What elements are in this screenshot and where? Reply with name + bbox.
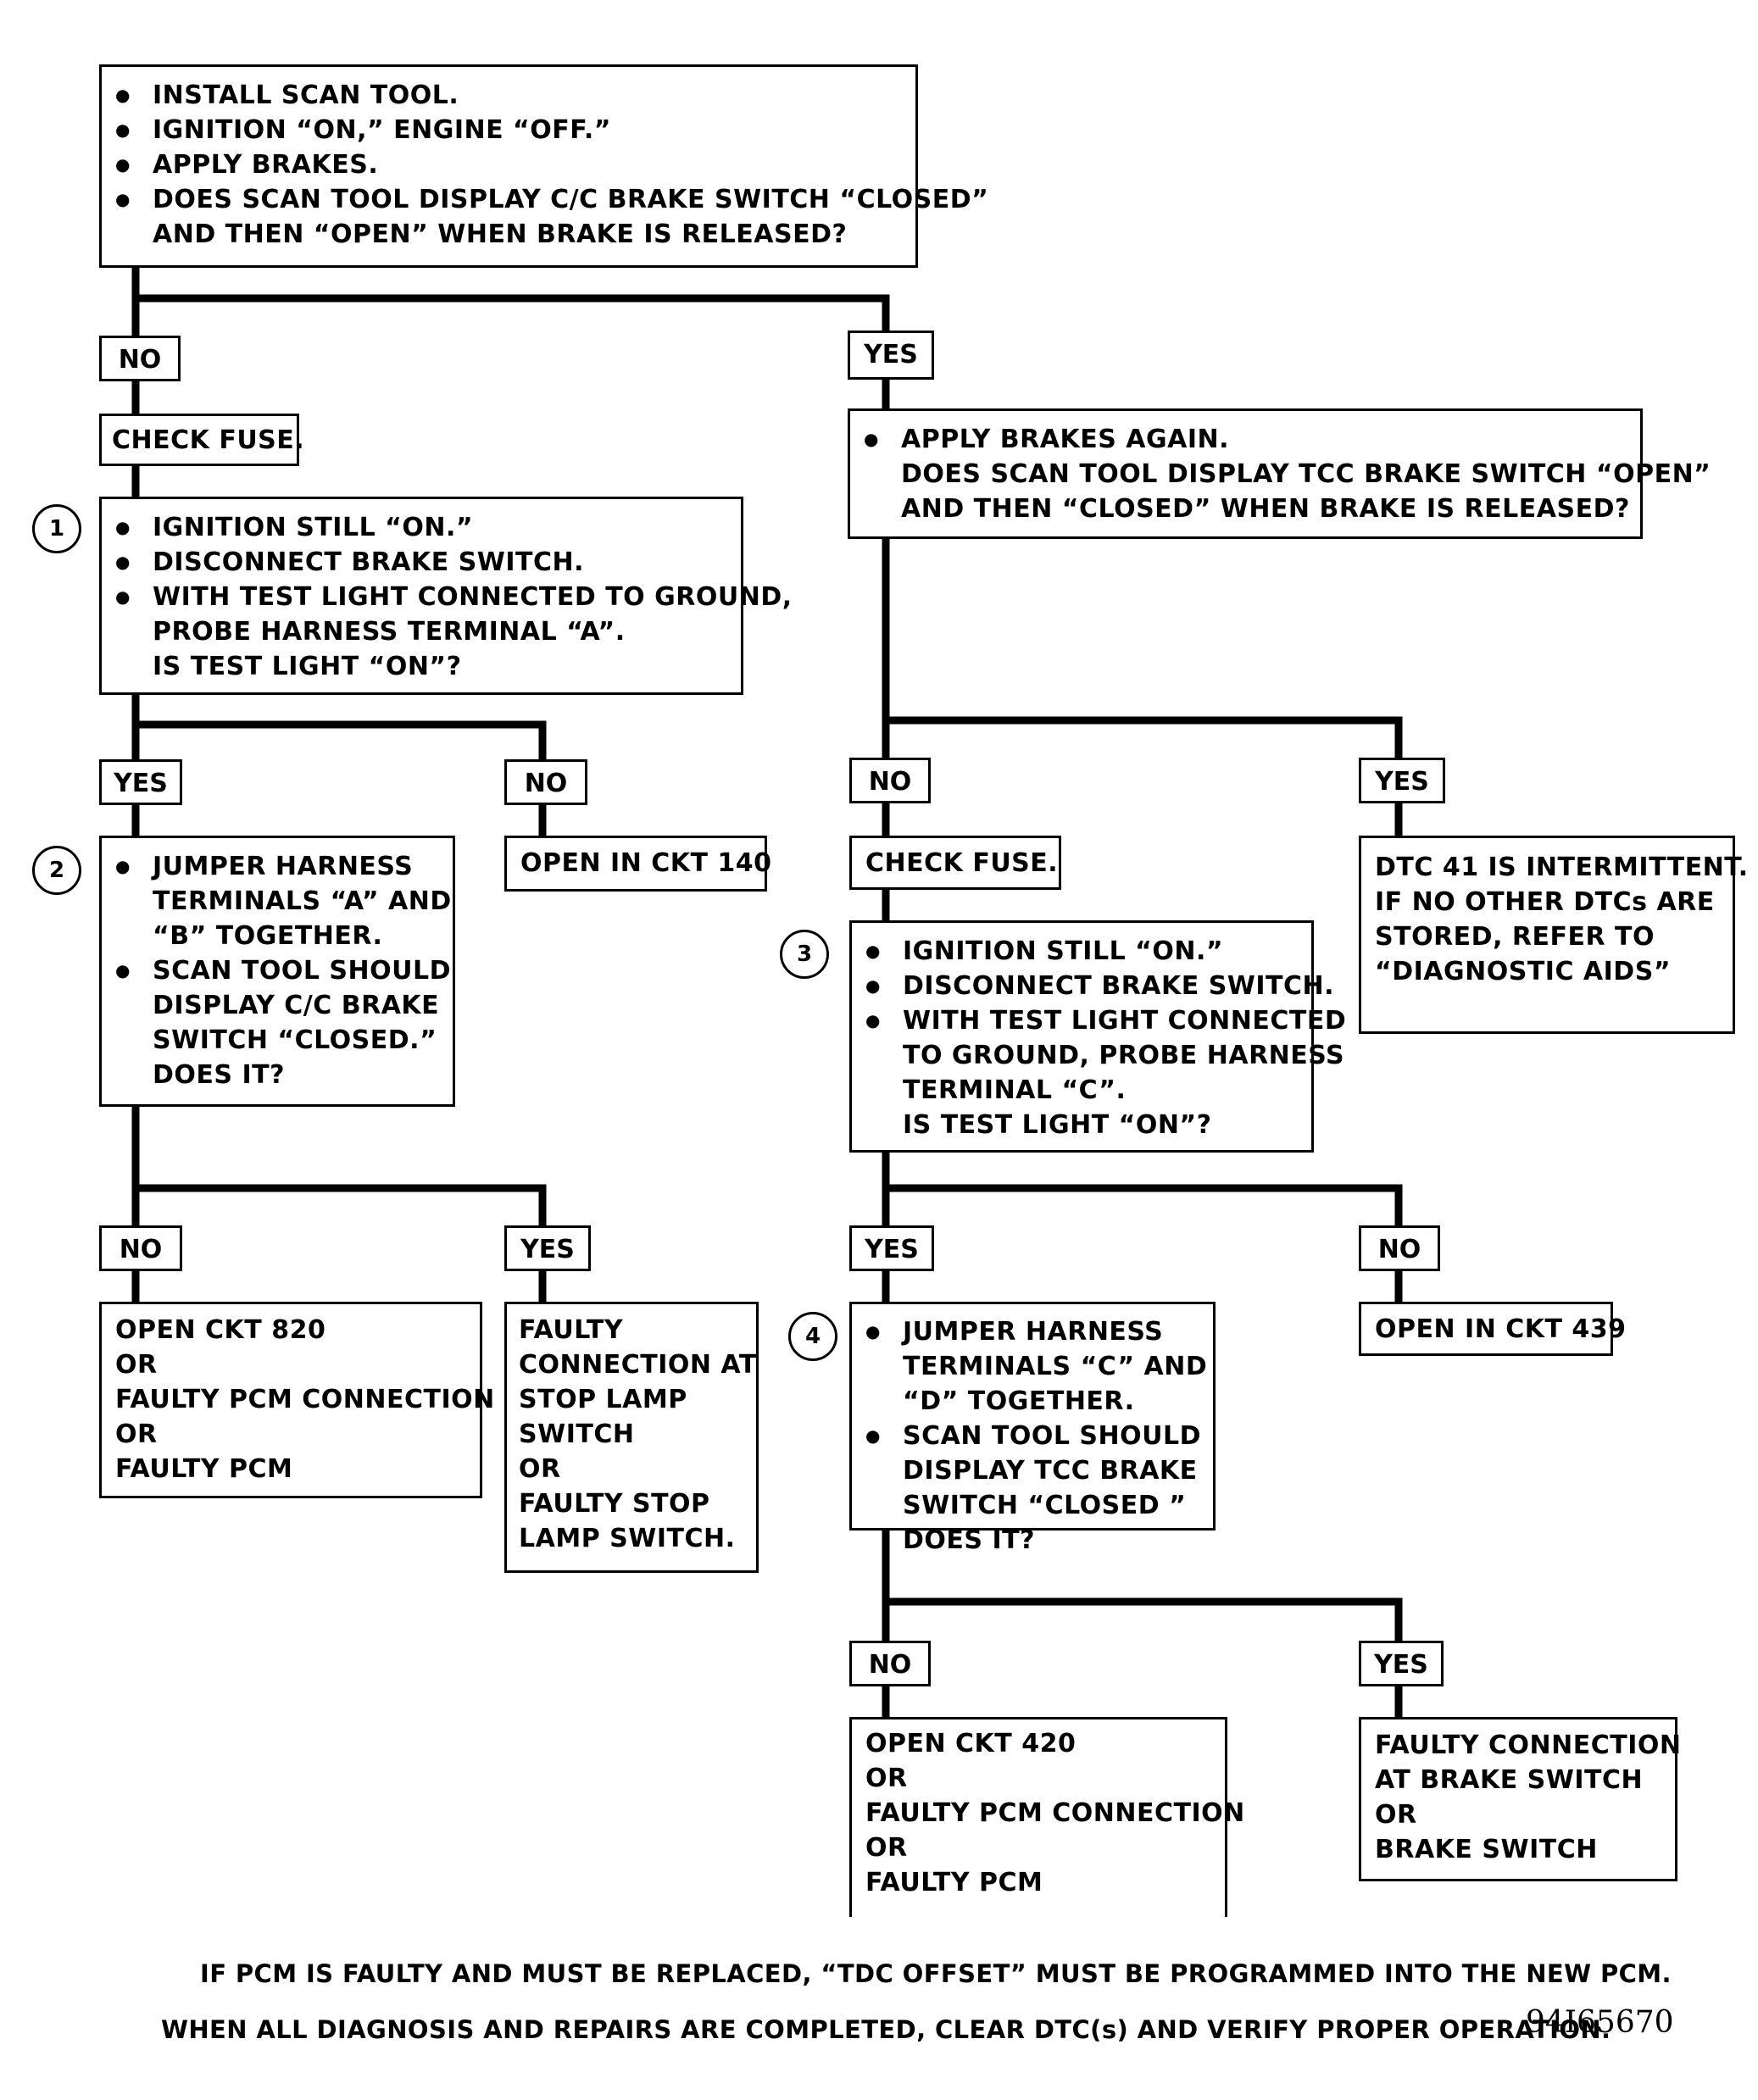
faulty-brake-switch-line-3: OR — [1375, 1800, 1417, 1830]
faulty-stop-lamp-line-6: FAULTY STOP — [519, 1489, 710, 1519]
start-question-line-1: DOES SCAN TOOL DISPLAY C/C BRAKE SWITCH … — [153, 185, 989, 214]
open-ckt-420-box: OPEN CKT 420 OR FAULTY PCM CONNECTION OR… — [849, 1717, 1245, 1917]
step3-bullet-3: WITH TEST LIGHT CONNECTED — [903, 1006, 1347, 1036]
apply-brakes-again-box: APPLY BRAKES AGAIN. DOES SCAN TOOL DISPLA… — [848, 408, 1711, 539]
label-yes-start: YES — [848, 331, 934, 380]
apply-again-line-1: DOES SCAN TOOL DISPLAY TCC BRAKE SWITCH … — [901, 459, 1711, 489]
faulty-stop-lamp-line-2: CONNECTION AT — [519, 1350, 757, 1380]
step2-b1-line-2: TERMINALS “A” AND — [153, 886, 452, 916]
dtc41-line-1: DTC 41 IS INTERMITTENT. — [1375, 853, 1749, 882]
figure-id: 94I65670 — [1526, 2005, 1674, 2040]
step-4-box: JUMPER HARNESS TERMINALS “C” AND “D” TOGET… — [849, 1302, 1216, 1555]
step3-line-3: IS TEST LIGHT “ON”? — [903, 1110, 1212, 1140]
label-no-step4: NO — [849, 1641, 931, 1686]
apply-again-line-2: AND THEN “CLOSED” WHEN BRAKE IS RELEASED… — [901, 494, 1630, 524]
step2-b2-line-4: DOES IT? — [153, 1060, 285, 1090]
step2-b1-line-1: JUMPER HARNESS — [153, 852, 414, 881]
step1-line-2: IS TEST LIGHT “ON”? — [153, 652, 462, 681]
start-box: INSTALL SCAN TOOL. IGNITION “ON,” ENGINE… — [99, 64, 989, 268]
step4-b2-line-1: SCAN TOOL SHOULD — [903, 1421, 1202, 1451]
open-ckt-140-box: OPEN IN CKT 140 — [504, 836, 771, 892]
faulty-stop-lamp-line-4: SWITCH — [519, 1419, 635, 1449]
footer-note-clear-dtc: WHEN ALL DIAGNOSIS AND REPAIRS ARE COMPL… — [161, 2015, 1611, 2044]
open-ckt-420-line-3: FAULTY PCM CONNECTION — [865, 1798, 1245, 1828]
label-yes-step3: YES — [849, 1225, 934, 1271]
label-yes-step4: YES — [1359, 1641, 1444, 1686]
label-no-step1: NO — [504, 759, 587, 805]
faulty-brake-switch-box: FAULTY CONNECTION AT BRAKE SWITCH OR BRA… — [1359, 1717, 1682, 1881]
open-ckt-439-box: OPEN IN CKT 439 — [1359, 1302, 1626, 1356]
dtc41-intermittent-box: DTC 41 IS INTERMITTENT. IF NO OTHER DTCs… — [1359, 836, 1749, 1034]
label-no-start: NO — [99, 336, 181, 381]
check-fuse-right-box: CHECK FUSE. — [849, 836, 1061, 890]
open-ckt-420-line-5: FAULTY PCM — [865, 1868, 1043, 1897]
faulty-stop-lamp-box: FAULTY CONNECTION AT STOP LAMP SWITCH OR… — [504, 1302, 759, 1573]
step4-b1-line-1: JUMPER HARNESS — [903, 1317, 1164, 1347]
step3-bullet-2: DISCONNECT BRAKE SWITCH. — [862, 969, 1334, 1003]
footer-note-pcm-replacement: IF PCM IS FAULTY AND MUST BE REPLACED, “… — [200, 1959, 1672, 1988]
open-ckt-820-line-2: OR — [115, 1350, 158, 1380]
step3-line-2: TERMINAL “C”. — [903, 1075, 1127, 1105]
step-1-box: IGNITION STILL “ON.” DISCONNECT BRAKE SW… — [99, 497, 793, 695]
step2-b2-line-3: SWITCH “CLOSED.” — [153, 1025, 437, 1055]
step4-b2-line-3: SWITCH “CLOSED ” — [903, 1491, 1187, 1520]
open-ckt-820-box: OPEN CKT 820 OR FAULTY PCM CONNECTION OR… — [99, 1302, 495, 1498]
step-4-marker: 4 — [788, 1312, 837, 1361]
start-bullet-3: APPLY BRAKES. — [112, 147, 904, 182]
step-2-box: JUMPER HARNESS TERMINALS “A” AND “B” TOGET… — [99, 836, 455, 1107]
step-1-marker: 1 — [32, 504, 81, 553]
faulty-stop-lamp-line-7: LAMP SWITCH. — [519, 1524, 736, 1553]
step4-b2-line-4: DOES IT? — [903, 1525, 1035, 1555]
faulty-stop-lamp-line-1: FAULTY — [519, 1315, 624, 1345]
start-bullet-2: IGNITION “ON,” ENGINE “OFF.” — [112, 113, 904, 147]
label-no-step3: NO — [1359, 1225, 1440, 1271]
faulty-brake-switch-line-2: AT BRAKE SWITCH — [1375, 1765, 1644, 1795]
label-yes-apply-again: YES — [1359, 758, 1445, 803]
open-ckt-820-line-4: OR — [115, 1419, 158, 1449]
faulty-stop-lamp-line-3: STOP LAMP — [519, 1385, 687, 1414]
step-3-box: IGNITION STILL “ON.” DISCONNECT BRAKE SW… — [849, 920, 1347, 1153]
step2-b1-line-3: “B” TOGETHER. — [153, 921, 383, 951]
step4-b1-line-3: “D” TOGETHER. — [903, 1386, 1135, 1416]
start-question-line-2: AND THEN “OPEN” WHEN BRAKE IS RELEASED? — [153, 219, 848, 249]
check-fuse-left-box: CHECK FUSE. — [99, 414, 304, 466]
label-yes-step1: YES — [99, 759, 182, 805]
step2-b2-line-2: DISPLAY C/C BRAKE — [153, 991, 440, 1020]
step2-b2-line-1: SCAN TOOL SHOULD — [153, 956, 452, 986]
step3-line-1: TO GROUND, PROBE HARNESS — [903, 1041, 1345, 1070]
step1-line-1: PROBE HARNESS TERMINAL “A”. — [153, 617, 626, 647]
dtc41-line-4: “DIAGNOSTIC AIDS” — [1375, 957, 1672, 986]
open-ckt-820-line-1: OPEN CKT 820 — [115, 1315, 326, 1345]
step-3-marker: 3 — [780, 930, 829, 979]
step4-b1-line-2: TERMINALS “C” AND — [903, 1352, 1208, 1381]
open-ckt-420-line-4: OR — [865, 1833, 908, 1863]
open-ckt-420-line-2: OR — [865, 1764, 908, 1793]
faulty-stop-lamp-line-5: OR — [519, 1454, 561, 1484]
dtc41-line-3: STORED, REFER TO — [1375, 922, 1655, 952]
dtc41-line-2: IF NO OTHER DTCs ARE — [1375, 887, 1715, 917]
label-no-step2: NO — [99, 1225, 182, 1271]
apply-again-bullet: APPLY BRAKES AGAIN. — [901, 425, 1230, 454]
step1-bullet-3: WITH TEST LIGHT CONNECTED TO GROUND, — [153, 582, 793, 612]
label-yes-step2: YES — [504, 1225, 591, 1271]
open-ckt-820-line-3: FAULTY PCM CONNECTION — [115, 1385, 495, 1414]
step-2-marker: 2 — [32, 846, 81, 895]
step3-bullet-1: IGNITION STILL “ON.” — [862, 934, 1299, 969]
step1-bullet-1: IGNITION STILL “ON.” — [112, 510, 729, 545]
step1-bullet-2: DISCONNECT BRAKE SWITCH. — [112, 545, 729, 580]
label-no-apply-again: NO — [849, 758, 931, 803]
open-ckt-820-line-5: FAULTY PCM — [115, 1454, 293, 1484]
faulty-brake-switch-line-1: FAULTY CONNECTION — [1375, 1731, 1682, 1760]
step4-b2-line-2: DISPLAY TCC BRAKE — [903, 1456, 1198, 1486]
open-ckt-420-line-1: OPEN CKT 420 — [865, 1729, 1076, 1758]
start-bullet-1: INSTALL SCAN TOOL. — [112, 78, 904, 113]
faulty-brake-switch-line-4: BRAKE SWITCH — [1375, 1835, 1598, 1864]
